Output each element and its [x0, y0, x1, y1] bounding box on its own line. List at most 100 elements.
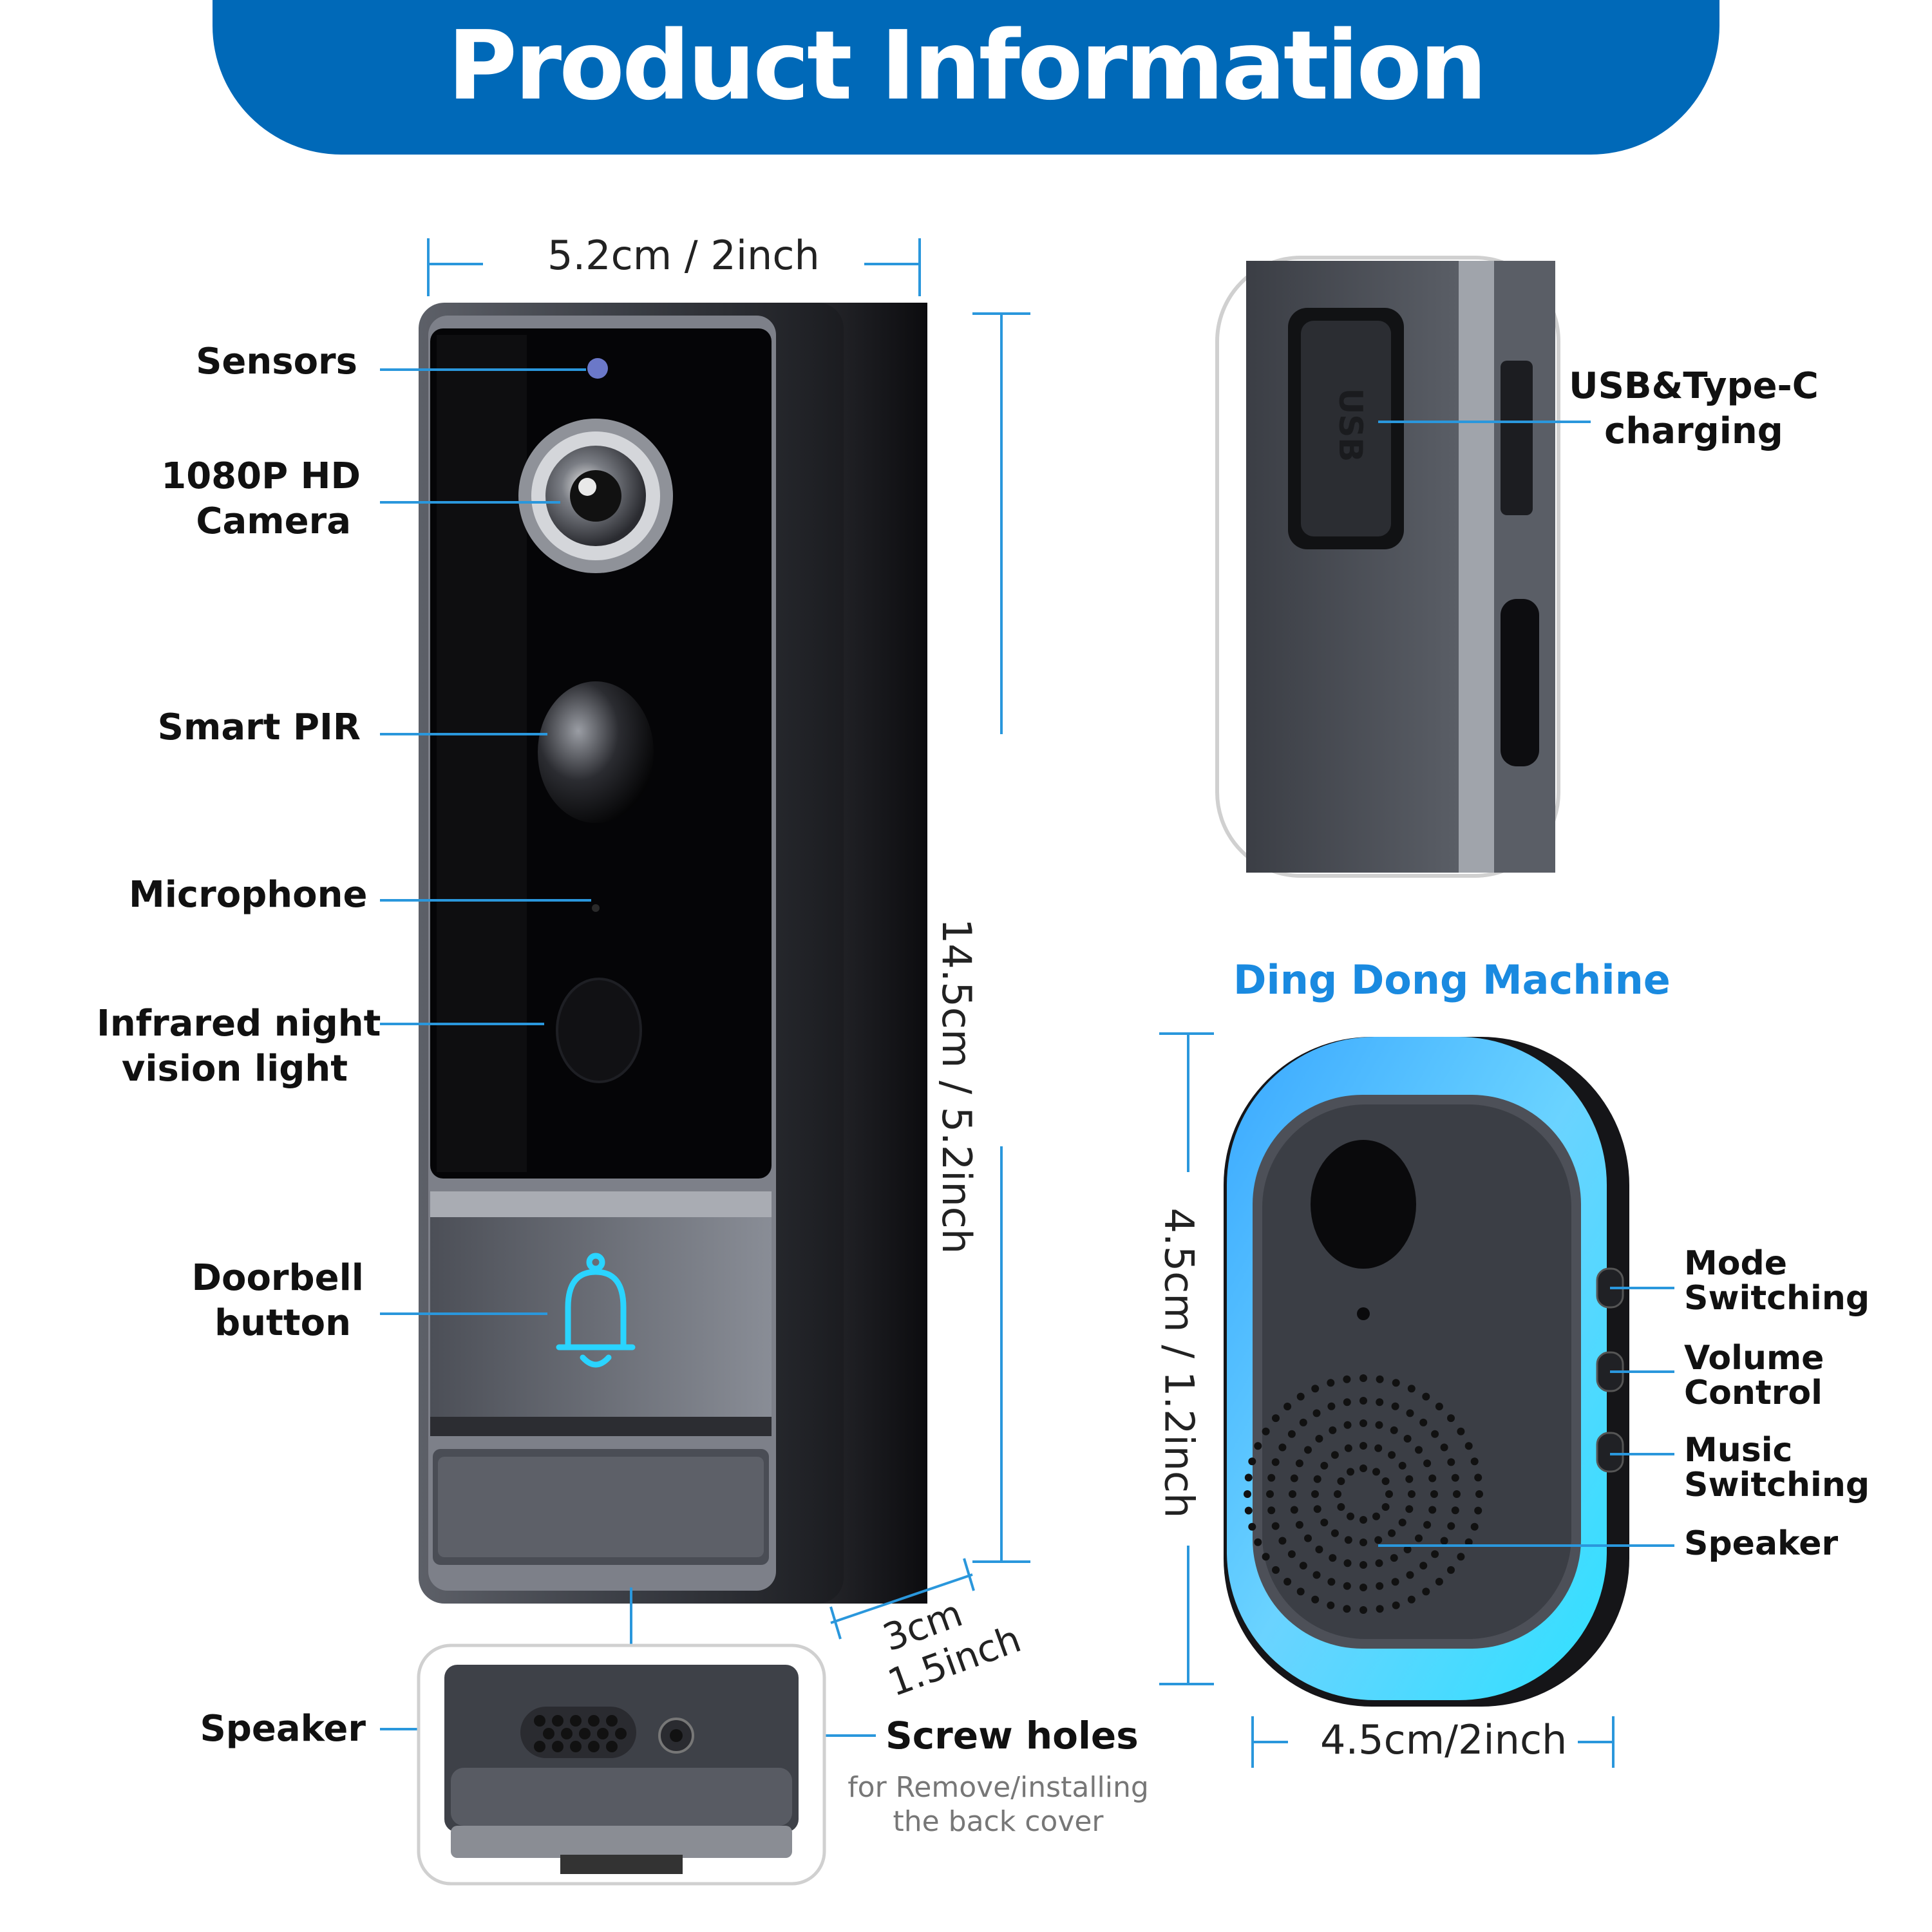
grille-hole	[1372, 1468, 1380, 1476]
grille-hole	[1392, 1601, 1400, 1609]
grille-hole	[1287, 1430, 1296, 1438]
grille-hole	[1447, 1458, 1455, 1466]
grille-hole	[1359, 1464, 1367, 1472]
infrared-light-icon	[556, 978, 642, 1083]
label-volume-line1: Volume	[1684, 1339, 1824, 1378]
grille-hole	[1320, 1519, 1329, 1527]
pir-sensor-icon	[538, 681, 654, 823]
grille-hole	[1359, 1442, 1367, 1450]
grille-hole	[1244, 1506, 1253, 1515]
grille-hole	[1304, 1446, 1312, 1454]
grille-hole	[1290, 1506, 1298, 1514]
label-microphone: Microphone	[129, 874, 368, 916]
grille-hole	[1405, 1505, 1414, 1513]
usb-port-text: USB	[1332, 388, 1369, 462]
grille-hole	[1359, 1419, 1367, 1427]
doorbell-device	[419, 303, 927, 1604]
label-music-line2: Switching	[1684, 1466, 1870, 1504]
label-doorbell-button-line1: Doorbell	[191, 1257, 364, 1299]
grille-hole	[1428, 1474, 1437, 1482]
grille-hole	[1248, 1522, 1256, 1531]
grille-hole	[1464, 1538, 1473, 1546]
grille-hole	[1390, 1554, 1398, 1562]
page-title: Product Information	[447, 10, 1488, 121]
grille-hole	[1266, 1490, 1274, 1498]
doorbell-dimensions	[427, 238, 1030, 1640]
bell-icon	[556, 1253, 636, 1368]
grille-hole	[1470, 1522, 1479, 1531]
label-sensors: Sensors	[196, 341, 357, 383]
grille-hole	[1315, 1435, 1323, 1443]
grille-hole	[1451, 1473, 1459, 1482]
grille-hole	[1403, 1435, 1412, 1443]
grille-hole	[1408, 1490, 1416, 1498]
bottom-view-inset	[417, 1643, 826, 1886]
grille-hole	[1375, 1559, 1383, 1567]
grille-hole	[1447, 1414, 1455, 1423]
grille-hole	[1398, 1519, 1406, 1527]
grille-hole	[1391, 1402, 1399, 1410]
grille-hole	[1464, 1442, 1473, 1450]
grille-hole	[1315, 1546, 1323, 1553]
grille-hole	[1331, 1451, 1339, 1459]
label-camera-line1: 1080P HD	[161, 455, 361, 497]
grille-hole	[1403, 1546, 1412, 1553]
grille-hole	[1372, 1512, 1380, 1520]
grille-hole	[1440, 1537, 1448, 1545]
grille-hole	[1415, 1446, 1423, 1454]
grille-hole	[1343, 1582, 1351, 1590]
grille-hole	[1337, 1477, 1345, 1485]
header-banner: Product Information	[213, 0, 1719, 155]
camera-lens-icon	[518, 419, 673, 573]
grille-hole	[1278, 1443, 1287, 1452]
grille-hole	[1331, 1529, 1339, 1537]
label-doorbell-button-line2: button	[214, 1302, 351, 1344]
grille-hole	[1381, 1503, 1390, 1511]
doorbell-height-dimension: 14.5cm / 5.2inch	[933, 918, 981, 1255]
chime-title: Ding Dong Machine	[1233, 956, 1671, 1003]
screw-note-line1: for Remove/installing	[848, 1771, 1149, 1804]
chime-height-dimension: 4.5cm / 1.2inch	[1155, 1208, 1203, 1519]
sensor-icon	[587, 358, 608, 379]
label-mode-line1: Mode	[1684, 1244, 1787, 1283]
grille-hole	[1295, 1459, 1303, 1468]
grille-hole	[1272, 1414, 1280, 1423]
grille-hole	[1343, 1421, 1352, 1429]
screw-note-line2: the back cover	[893, 1805, 1104, 1838]
grille-hole	[1311, 1595, 1320, 1604]
grille-hole	[1248, 1457, 1256, 1466]
grille-hole	[1343, 1375, 1351, 1383]
grille-hole	[1347, 1512, 1354, 1520]
grille-hole	[1447, 1566, 1455, 1574]
label-infrared-line1: Infrared night	[97, 1003, 381, 1045]
grille-hole	[1419, 1562, 1428, 1570]
grille-hole	[1327, 1578, 1336, 1586]
grille-hole	[1391, 1578, 1399, 1586]
grille-hole	[1422, 1587, 1430, 1596]
grille-hole	[1244, 1490, 1251, 1498]
grille-hole	[1254, 1442, 1262, 1450]
grille-hole	[1385, 1490, 1393, 1498]
grille-hole	[1359, 1374, 1367, 1382]
grille-hole	[1359, 1397, 1367, 1405]
grille-hole	[1311, 1490, 1319, 1498]
grille-hole	[1435, 1578, 1443, 1586]
grille-hole	[1312, 1409, 1321, 1417]
grille-hole	[1375, 1421, 1383, 1429]
grille-hole	[1347, 1468, 1354, 1476]
grille-hole	[1398, 1461, 1406, 1470]
grille-hole	[1289, 1490, 1296, 1498]
grille-hole	[1431, 1550, 1439, 1558]
grille-hole	[1406, 1409, 1414, 1417]
grille-hole	[1374, 1444, 1383, 1452]
grille-hole	[1359, 1539, 1367, 1546]
music-switch-button[interactable]	[1596, 1432, 1624, 1473]
grille-hole	[1359, 1606, 1367, 1614]
grille-hole	[1343, 1398, 1351, 1406]
grille-hole	[1296, 1392, 1305, 1401]
grille-hole	[1244, 1473, 1253, 1482]
grille-hole	[1344, 1444, 1352, 1452]
grille-hole	[1474, 1506, 1482, 1515]
grille-hole	[1320, 1461, 1329, 1470]
